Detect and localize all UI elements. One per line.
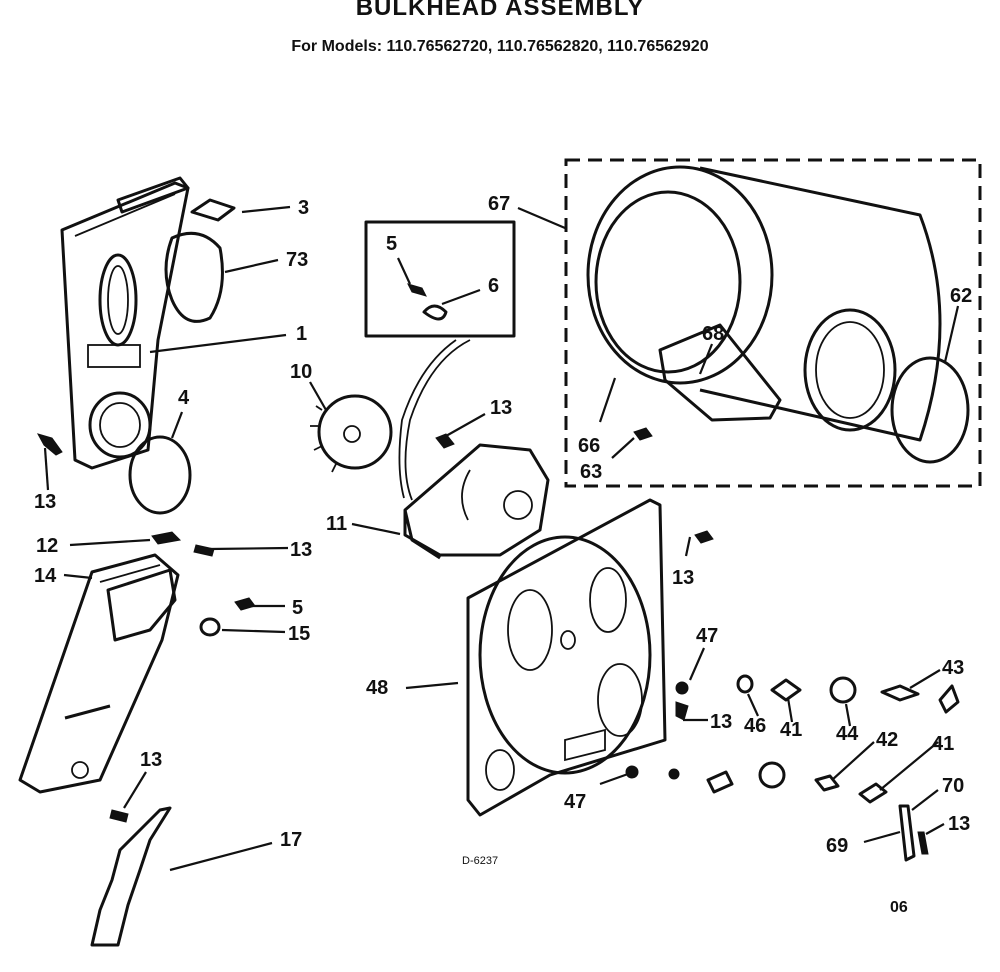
callout-42: 42: [876, 729, 898, 751]
drum-part-67: [586, 165, 942, 442]
drive-belt-inner: [398, 339, 457, 499]
callout-12: 12: [36, 535, 58, 557]
callout-62: 62: [950, 285, 972, 307]
drive-belt: [404, 339, 471, 501]
leader-lines: [43, 205, 960, 872]
callout-69: 69: [826, 835, 848, 857]
part-73-gasket: [164, 231, 224, 323]
callout-68: 68: [702, 323, 724, 345]
screw-13-center: [435, 433, 455, 449]
callout-labels: 3 73 1 4 13 5 6 10 13 11 67 68 62 66 63 …: [34, 193, 972, 916]
callout-13-center: 13: [490, 397, 512, 419]
callout-13-top-right: 13: [672, 567, 694, 589]
part-10-pulley: [310, 394, 393, 473]
callout-13-lower-left: 13: [140, 749, 162, 771]
callout-47-upper: 47: [696, 625, 718, 647]
callout-1: 1: [296, 323, 307, 345]
part-4-ring: [128, 435, 192, 515]
part-62-seal: [890, 356, 970, 464]
drum-assembly-box: [564, 158, 982, 488]
detail-box-5-6: [364, 220, 516, 338]
callout-5-left: 5: [292, 597, 303, 619]
callout-43: 43: [942, 657, 964, 679]
callout-13-right: 13: [710, 711, 732, 733]
screw-13-mid-left: [193, 544, 215, 557]
rear-bulkhead-part-48: [466, 498, 667, 817]
callout-13-mid-left: 13: [290, 539, 312, 561]
callout-15: 15: [288, 623, 310, 645]
model-numbers: For Models: 110.76562720, 110.76562820, …: [291, 38, 709, 55]
idler-hardware: [625, 674, 960, 862]
callout-73: 73: [286, 249, 308, 271]
callout-5-box: 5: [386, 233, 397, 255]
callout-41-upper: 41: [780, 719, 802, 741]
screw-13-left: [36, 433, 63, 456]
part-5-screw-box: [407, 283, 427, 297]
callout-70: 70: [942, 775, 964, 797]
callout-48: 48: [366, 677, 388, 699]
callout-66: 66: [578, 435, 600, 457]
callout-3: 3: [298, 197, 309, 219]
part-17-spring: [90, 806, 172, 947]
callout-4: 4: [178, 387, 190, 409]
part-6-washer: [422, 304, 448, 321]
callout-44: 44: [836, 723, 859, 745]
callout-63: 63: [580, 461, 602, 483]
callout-41-lower: 41: [932, 733, 954, 755]
callout-17: 17: [280, 829, 302, 851]
part-5-screw: [234, 597, 256, 611]
callout-46: 46: [744, 715, 766, 737]
front-panel-part-1: [60, 176, 190, 470]
screw-13-top-right: [694, 530, 714, 544]
page-title: BULKHEAD ASSEMBLY: [355, 0, 645, 21]
callout-13-left: 13: [34, 491, 56, 513]
part-68-baffle: [658, 323, 782, 422]
part-15-bushing: [199, 617, 221, 637]
lower-panel-part-14: [18, 553, 180, 794]
callout-14: 14: [34, 565, 57, 587]
part-12-bracket: [151, 531, 182, 545]
part-3-clip: [190, 198, 236, 222]
drawing-number: D-6237: [462, 855, 498, 867]
callout-10: 10: [290, 361, 312, 383]
page-code: 06: [890, 899, 908, 916]
callout-6: 6: [488, 275, 499, 297]
callout-11: 11: [326, 513, 347, 535]
callout-13-bottom-right: 13: [948, 813, 970, 835]
part-11-housing: [403, 443, 550, 560]
screw-63: [633, 427, 653, 441]
callout-47-lower: 47: [564, 791, 586, 813]
screw-13-lower: [109, 809, 129, 823]
callout-67: 67: [488, 193, 510, 215]
